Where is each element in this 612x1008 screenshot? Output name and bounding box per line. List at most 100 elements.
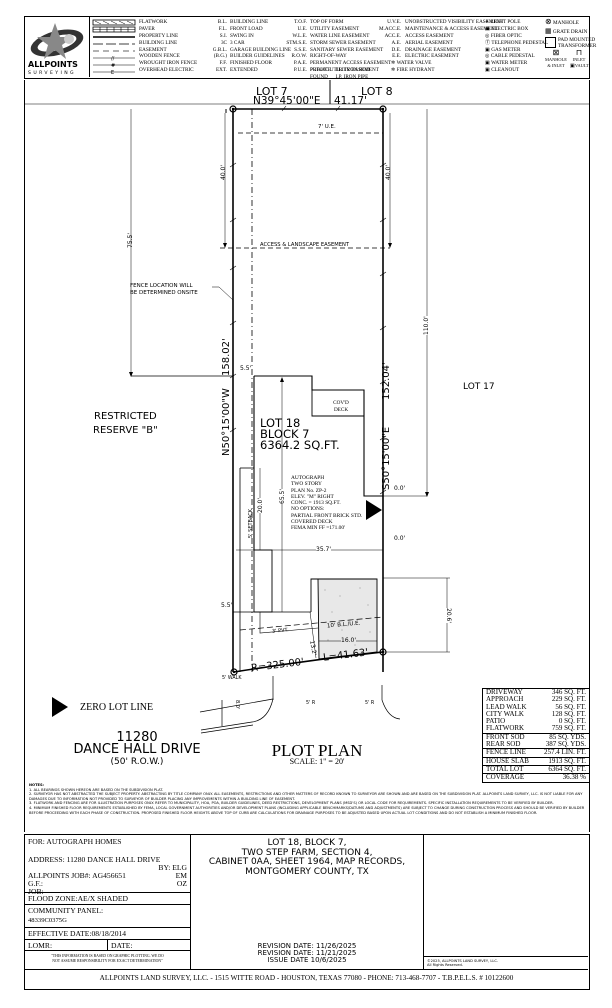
- abbr-code: R.O.W.: [291, 53, 307, 60]
- legend-overhead-electric: OVERHEAD ELECTRIC: [139, 67, 194, 74]
- qty-value: 6364: [548, 764, 563, 773]
- qty-item: FRONT SOD: [486, 732, 525, 741]
- symbol-label: FIBER OPTIC: [490, 32, 522, 39]
- disclaimer-line: NOT ASSUME RESPONSIBILITY FOR EXACT DETE…: [52, 958, 163, 963]
- line-type-symbols-icon: // # E: [92, 19, 136, 76]
- abbr-label: TOP OF FORM: [310, 19, 344, 25]
- abbr-code: P.U.E.: [293, 67, 307, 74]
- abbr-label: STORM SEWER EASEMENT: [310, 39, 376, 46]
- house-note: PARTIAL FRONT BRICK STD.: [291, 512, 363, 519]
- dim-65-5: 65.5': [279, 488, 286, 504]
- abbr-code: G.B.L.: [212, 46, 227, 53]
- qty-unit: SQ. YDS.: [558, 740, 586, 749]
- note-item: 1. ALL BEARINGS SHOWN HEREON ARE BASED O…: [29, 787, 164, 792]
- water-valve-icon: ✲: [391, 60, 396, 66]
- qty-unit: SQ. FT.: [564, 695, 586, 704]
- abbr-label: IRON PIPE: [343, 73, 369, 80]
- legal-text: LOT 18, BLOCK 7, TWO STEP FARM, SECTION …: [191, 838, 423, 877]
- qty-unit: SQ. FT.: [564, 717, 586, 726]
- abbr-code: P.A.E.: [293, 60, 307, 67]
- symbols-left: ✲ WATER VALVE ✲ FIRE HYDRANT: [391, 60, 435, 74]
- symbol-label: INLET: [572, 57, 586, 62]
- abbr-code: (B.G.): [213, 53, 227, 60]
- setback-label: 5' SETBACK: [248, 508, 254, 538]
- legend-wrought-iron-fence: WROUGHT IRON FENCE: [139, 60, 198, 67]
- svg-text://: //: [111, 56, 115, 62]
- deck-line: DECK: [333, 407, 349, 413]
- abbr-label: IRON ROD: [344, 67, 370, 73]
- lomr-label: LOMR:: [28, 941, 53, 950]
- street-name: DANCE HALL DRIVE: [73, 742, 201, 757]
- house-note: CONC. = 1913 SQ.FT.: [291, 500, 341, 507]
- abbr-label: UNOBSTRUCTED VISIBILITY EASEMENT: [405, 19, 504, 25]
- driveway-area: [317, 578, 377, 660]
- abbr-code: F.L.: [218, 25, 227, 32]
- covered-deck-label: COV'D DECK: [315, 400, 367, 414]
- qty-item: REAR SOD: [486, 740, 521, 749]
- fire-hydrant-icon: ✲: [391, 66, 396, 73]
- flood-zone-value: FLOOD ZONE:AE/X SHADED: [28, 894, 128, 903]
- dim-110: 110.0': [423, 316, 430, 335]
- plot-plan-svg: [23, 80, 590, 734]
- light-pole-item: ✦ LIGHT POLE: [485, 19, 548, 26]
- reviewer: OZ: [176, 879, 187, 888]
- revision-dates: REVISION DATE: 11/26/2025 REVISION DATE:…: [191, 943, 423, 964]
- lot-8-label: LOT 8: [361, 85, 393, 98]
- effective-date: EFFECTIVE DATE:08/18/2014: [25, 928, 191, 940]
- abbr-label: FINISHED FLOOR: [230, 60, 272, 67]
- abbr-col1-codes: B.L. F.L. S.I. 3C G.B.L. (B.G.) F.F. EXT…: [205, 19, 227, 74]
- line-symbols: // # E: [91, 19, 137, 80]
- qty-item: PATIO: [486, 717, 506, 726]
- qty-value: 36.38: [562, 773, 579, 782]
- west-bearing: N50°15'00"W: [221, 388, 232, 456]
- abbr-col2-codes: T.O.F. U.E. W.L.E. STM.S.E. S.S.E. R.O.W…: [283, 19, 307, 74]
- zero-lot-line-label: ZERO LOT LINE: [80, 702, 154, 713]
- lot-area: 6364.2 SQ.FT.: [260, 438, 340, 452]
- effective-date-value: EFFECTIVE DATE:08/18/2014: [28, 929, 127, 938]
- symbol-label: TELEPHONE PEDESTAL: [491, 39, 549, 46]
- zero-lot-line-marker: [365, 500, 382, 520]
- qty-value: 85: [549, 732, 557, 741]
- note-item: 2. SURVEYOR HAS NOT ABSTRACTED THE SUBJE…: [29, 792, 583, 801]
- abbr-label: ACCESS EASEMENT: [405, 32, 454, 39]
- electric-box-item: ▣ ELECTRIC BOX: [485, 26, 548, 33]
- symbol-label: MANHOLE: [553, 20, 579, 26]
- qty-value: 0: [558, 717, 563, 726]
- manhole-item: ⊗ MANHOLE: [545, 18, 589, 27]
- logo-name: ALLPOINTS: [28, 60, 78, 69]
- issue-date: ISSUE DATE 10/6/2025: [267, 956, 347, 964]
- symbol-label: GRATE DRAIN: [552, 29, 588, 35]
- house-note: PLAN No. ZP-2: [291, 487, 327, 494]
- telephone-pedestal-icon: Ⓣ: [485, 39, 491, 46]
- street-row: (50' R.O.W.): [110, 757, 164, 767]
- lomr-date-label: DATE:: [111, 941, 133, 950]
- abbr-label: PRIVATE: [310, 67, 331, 73]
- qty-value: 257.4: [543, 748, 560, 757]
- symbol-label: FIRE HYDRANT: [396, 66, 435, 73]
- abbr-code: I.P.: [335, 73, 343, 80]
- telephone-pedestal-item: Ⓣ TELEPHONE PEDESTAL: [485, 40, 548, 47]
- abbr-code: S.S.E.: [294, 46, 307, 53]
- legal-line: MONTGOMERY COUNTY, TX: [245, 866, 369, 877]
- abbr-label: SANITARY SEWER EASEMENT: [310, 46, 384, 53]
- house-note: AUTOGRAPH: [291, 475, 325, 481]
- abbr-col3-labels: UNOBSTRUCTED VISIBILITY EASEMENT MAINTEN…: [405, 19, 504, 60]
- dim-8-0: 8.0': [234, 700, 240, 710]
- qty-unit: SQ. YDS.: [558, 732, 586, 741]
- logo-sub: SURVEYING: [28, 70, 76, 76]
- qty-unit: %: [580, 773, 586, 782]
- copyright-line: ©2025, ALLPOINTS LAND SURVEY, LLC.: [427, 959, 499, 963]
- svg-text:#: #: [111, 63, 115, 69]
- dim-0-0-b: 0.0': [394, 535, 406, 542]
- qty-item: LEAD WALK: [486, 702, 527, 711]
- dim-16-0: 16.0': [341, 637, 357, 644]
- notes-section: NOTES: 1. ALL BEARINGS SHOWN HEREON ARE …: [24, 780, 590, 832]
- symbol-label: VAULT: [574, 63, 589, 68]
- symbol-label: CLEANOUT: [491, 67, 520, 74]
